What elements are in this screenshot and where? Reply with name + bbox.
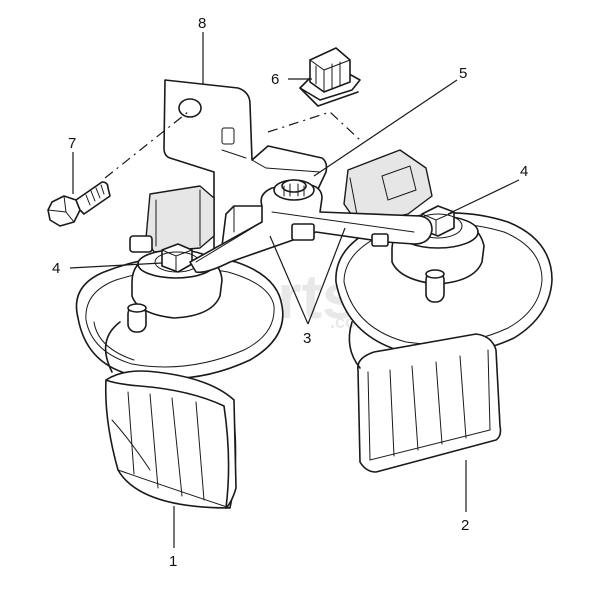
callout-7: 7 bbox=[68, 135, 76, 152]
callout-4-right: 4 bbox=[520, 163, 528, 180]
callout-8: 6 bbox=[271, 71, 279, 88]
callout-3: 3 bbox=[303, 330, 311, 347]
callout-6: 8 bbox=[198, 15, 206, 32]
electrical-connector bbox=[299, 47, 361, 107]
bolt-assembly-line bbox=[104, 111, 189, 179]
callout-4-left: 4 bbox=[52, 260, 60, 277]
callout-5: 5 bbox=[459, 65, 467, 82]
leader-lines bbox=[69, 32, 520, 548]
callout-2: 2 bbox=[461, 517, 469, 534]
callout-1: 1 bbox=[169, 553, 177, 570]
mounting-bracket bbox=[163, 79, 328, 253]
connecting-strap bbox=[189, 179, 433, 274]
horn-left bbox=[75, 185, 284, 509]
horn-right bbox=[335, 149, 553, 473]
horn-right-trumpet bbox=[357, 333, 502, 473]
callout-labels: 8 7 6 5 4 4 3 1 2 bbox=[52, 15, 528, 570]
connector-assembly-line bbox=[267, 111, 361, 141]
bracket-bolt-hole bbox=[178, 98, 202, 118]
mounting-bolt bbox=[47, 181, 111, 227]
